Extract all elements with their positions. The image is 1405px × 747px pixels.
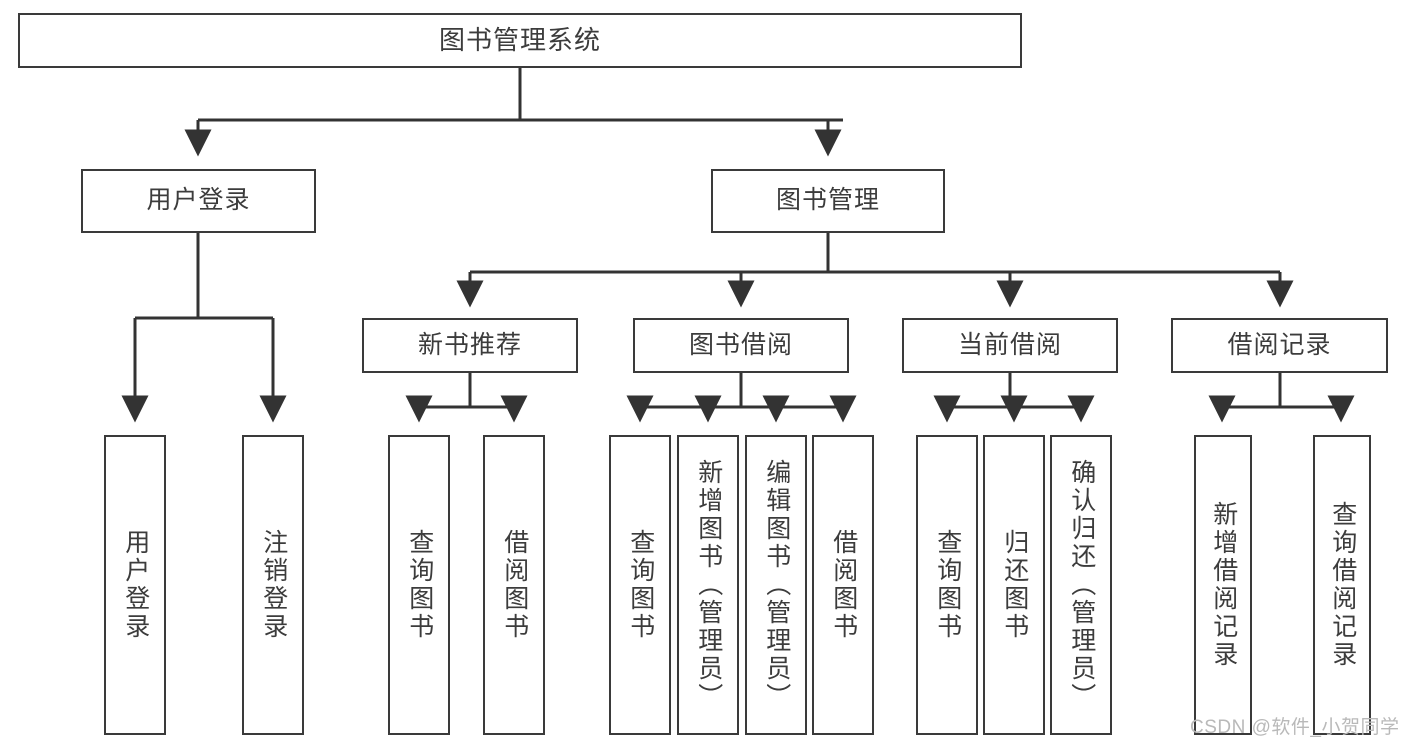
node-label: 归还图书 — [1000, 529, 1029, 641]
node-user-login[interactable]: 用户登录 — [81, 169, 316, 233]
node-label: 用户登录 — [121, 529, 150, 641]
leaf-borrow-add-book[interactable]: 新增图书（管理员） — [677, 435, 739, 735]
node-label: 查询图书 — [933, 529, 962, 641]
node-root-system[interactable]: 图书管理系统 — [18, 13, 1022, 68]
leaf-records-add-record[interactable]: 新增借阅记录 — [1194, 435, 1252, 735]
node-label: 图书借阅 — [688, 330, 793, 359]
node-borrow-records[interactable]: 借阅记录 — [1171, 318, 1388, 373]
node-label: 新书推荐 — [417, 330, 522, 359]
node-label: 查询图书 — [405, 529, 434, 641]
leaf-user-login-logout[interactable]: 注销登录 — [242, 435, 304, 735]
node-book-borrow[interactable]: 图书借阅 — [633, 318, 849, 373]
node-label: 确认归还（管理员） — [1067, 459, 1096, 711]
node-label: 当前借阅 — [957, 330, 1062, 359]
leaf-new-book-borrow[interactable]: 借阅图书 — [483, 435, 545, 735]
leaf-current-confirm-return[interactable]: 确认归还（管理员） — [1050, 435, 1112, 735]
node-current-borrow[interactable]: 当前借阅 — [902, 318, 1118, 373]
node-label: 注销登录 — [259, 529, 288, 641]
node-new-book-recommend[interactable]: 新书推荐 — [362, 318, 578, 373]
node-label: 用户登录 — [146, 186, 251, 215]
node-label: 借阅图书 — [500, 529, 529, 641]
leaf-current-return-book[interactable]: 归还图书 — [983, 435, 1045, 735]
leaf-user-login-login[interactable]: 用户登录 — [104, 435, 166, 735]
node-label: 查询借阅记录 — [1328, 501, 1357, 669]
node-label: 图书管理系统 — [438, 25, 601, 56]
leaf-current-query-book[interactable]: 查询图书 — [916, 435, 978, 735]
leaf-borrow-edit-book[interactable]: 编辑图书（管理员） — [745, 435, 807, 735]
node-label: 借阅记录 — [1227, 330, 1332, 359]
node-label: 编辑图书（管理员） — [762, 459, 791, 711]
csdn-watermark: CSDN @软件_小贺同学 — [1190, 717, 1400, 738]
node-book-management[interactable]: 图书管理 — [711, 169, 945, 233]
leaf-borrow-borrow-book[interactable]: 借阅图书 — [812, 435, 874, 735]
leaf-records-query-record[interactable]: 查询借阅记录 — [1313, 435, 1371, 735]
leaf-new-book-query[interactable]: 查询图书 — [388, 435, 450, 735]
node-label: 图书管理 — [775, 186, 880, 215]
node-label: 新增借阅记录 — [1209, 501, 1238, 669]
node-label: 新增图书（管理员） — [694, 459, 723, 711]
node-label: 查询图书 — [626, 529, 655, 641]
leaf-borrow-query-book[interactable]: 查询图书 — [609, 435, 671, 735]
node-label: 借阅图书 — [829, 529, 858, 641]
